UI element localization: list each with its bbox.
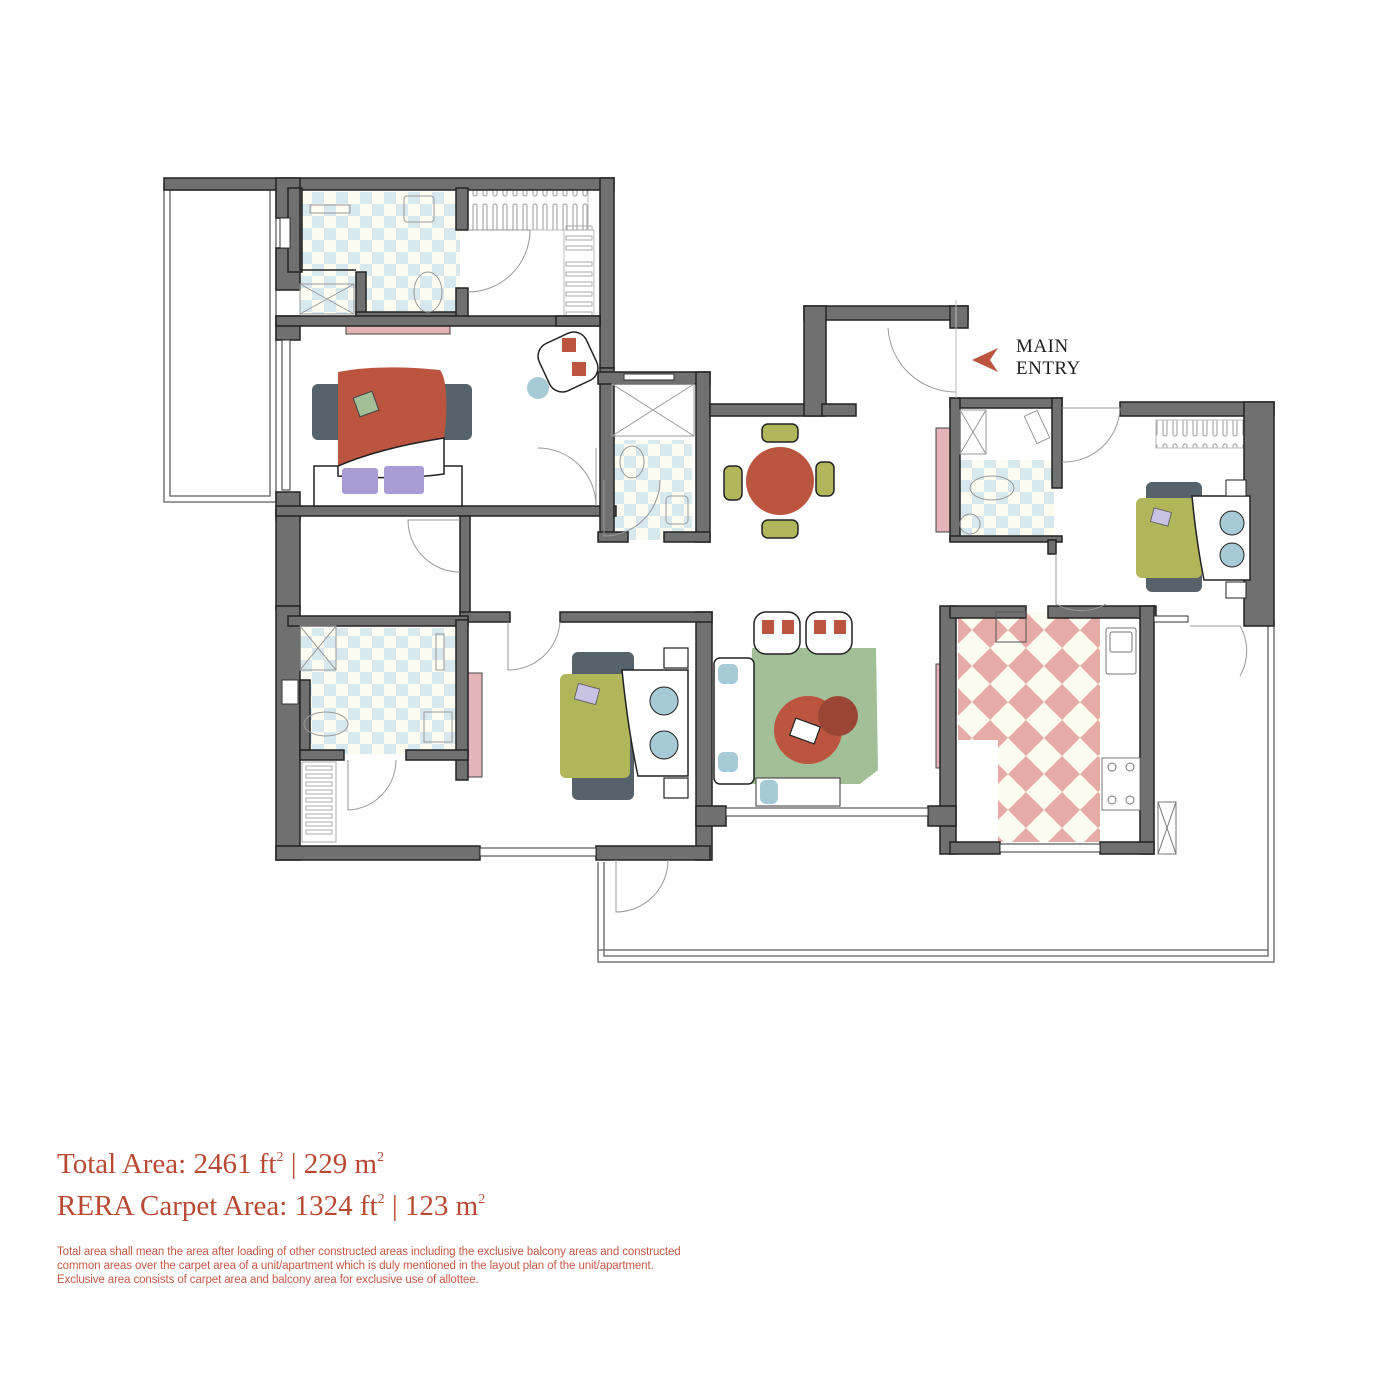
- bathroom-2-floor: [300, 628, 460, 754]
- disclaimer-line1: Total area shall mean the area after loa…: [57, 1246, 681, 1258]
- disclaimer-line2: common areas over the carpet area of a u…: [57, 1260, 654, 1272]
- wardrobe-master: [467, 189, 589, 231]
- bathroom-fixtures: [299, 195, 1051, 743]
- bedroom-3-bed: [1136, 479, 1251, 599]
- disclaimer-line3: Exclusive area consists of carpet area a…: [57, 1274, 479, 1286]
- rera-carpet-area: RERA Carpet Area: 1324 ft2 | 123 m2: [57, 1190, 486, 1222]
- disclaimer: Total area shall mean the area after loa…: [57, 1245, 837, 1287]
- master-bed: [312, 367, 472, 507]
- master-armchair: [527, 331, 599, 399]
- entry-label-line1: MAIN: [1016, 336, 1069, 357]
- area-summary: Total Area: 2461 ft2 | 229 m2 RERA Carpe…: [57, 1140, 485, 1224]
- bathroom-3-floor: [958, 460, 1054, 536]
- tv-unit-dining: [935, 427, 951, 533]
- wardrobe-bedroom-3: [1155, 419, 1251, 449]
- entry-label-line2: ENTRY: [1016, 358, 1081, 379]
- door-swings: [347, 229, 1248, 913]
- living-set: [713, 611, 878, 807]
- balcony-south: [597, 620, 1275, 963]
- windows: [279, 217, 1189, 857]
- kitchen-fixtures: [1101, 627, 1177, 855]
- balcony-west: [163, 183, 277, 503]
- main-entry-label: MAIN ENTRY: [1016, 336, 1081, 380]
- total-area: Total Area: 2461 ft2 | 229 m2: [57, 1148, 385, 1180]
- wardrobe-bedroom-2: [301, 761, 337, 843]
- main-entry-arrow-icon: [972, 348, 998, 372]
- tv-unit-bedroom-2: [467, 672, 483, 778]
- bedroom-2-bed: [560, 647, 689, 800]
- dining-set: [723, 423, 835, 539]
- floor-plan: [163, 177, 1275, 963]
- powder-bathroom-floor: [606, 440, 692, 540]
- master-bathroom-floor: [300, 192, 460, 314]
